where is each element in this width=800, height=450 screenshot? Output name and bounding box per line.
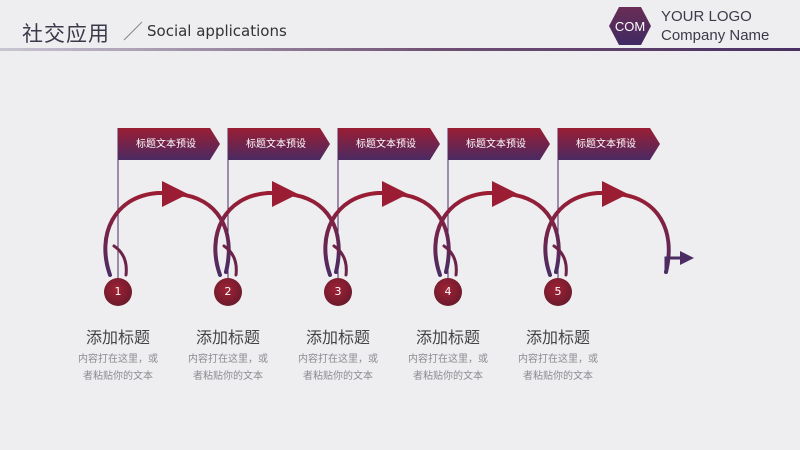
loop-arc-descend — [616, 192, 671, 274]
loop-arc-descend — [176, 192, 231, 274]
step-description-3: 内容打在这里，或 者粘贴你的文本 — [283, 351, 393, 385]
step-description-line: 内容打在这里，或 — [298, 354, 378, 365]
loop-return — [332, 244, 348, 277]
flag-label-1: 标题文本预设 — [136, 139, 196, 150]
loop-return — [442, 244, 458, 277]
step-description-4: 内容打在这里，或 者粘贴你的文本 — [393, 351, 503, 385]
step-number-1: 1 — [114, 285, 122, 298]
step-number-circle — [324, 278, 352, 306]
step-description-line: 者粘贴你的文本 — [303, 371, 373, 382]
step-description-line: 者粘贴你的文本 — [193, 371, 263, 382]
page-subtitle: Social applications — [147, 22, 287, 40]
step-description-line: 者粘贴你的文本 — [83, 371, 153, 382]
step-number-4: 4 — [444, 285, 452, 298]
loop-return — [112, 244, 128, 277]
arrow-head-icon — [382, 181, 408, 207]
logo-badge-text: COM — [614, 18, 646, 34]
step-number-circle — [544, 278, 572, 306]
header-divider — [0, 48, 800, 51]
flag-banner — [448, 128, 550, 160]
logo-hexagon-icon — [609, 7, 651, 45]
step-description-line: 者粘贴你的文本 — [523, 371, 593, 382]
step-title-3: 添加标题 — [305, 328, 370, 347]
flag-banner — [558, 128, 660, 160]
step-description-5: 内容打在这里，或 者粘贴你的文本 — [503, 351, 613, 385]
step-number-circle — [214, 278, 242, 306]
step-description-1: 内容打在这里，或 者粘贴你的文本 — [63, 351, 173, 385]
loop-arc — [433, 191, 498, 277]
step-number-circle — [104, 278, 132, 306]
step-description-line: 内容打在这里，或 — [518, 354, 598, 365]
step-number-3: 3 — [334, 285, 342, 298]
loop-arc-descend — [396, 192, 451, 274]
loop-arc-descend — [506, 192, 561, 274]
step-number-5: 5 — [554, 285, 562, 298]
exit-arrow-line — [664, 256, 682, 272]
flag-label-5: 标题文本预设 — [576, 139, 636, 150]
loop-arc — [213, 191, 278, 277]
arrow-head-icon — [492, 181, 518, 207]
step-title-1: 添加标题 — [85, 328, 150, 347]
arrow-head-icon — [272, 181, 298, 207]
arrow-head-icon — [602, 181, 628, 207]
page-title: 社交应用 — [22, 22, 110, 46]
step-description-line: 内容打在这里，或 — [188, 354, 268, 365]
company-name: Company Name — [661, 27, 770, 44]
step-title-2: 添加标题 — [195, 328, 260, 347]
step-number-circle — [434, 278, 462, 306]
step-description-line: 者粘贴你的文本 — [413, 371, 483, 382]
arrow-head-icon — [162, 181, 188, 207]
flag-label-3: 标题文本预设 — [356, 139, 416, 150]
flag-banner — [228, 128, 330, 160]
title-divider-slash — [123, 21, 143, 41]
loop-arc-descend — [286, 192, 341, 274]
flag-label-4: 标题文本预设 — [466, 139, 526, 150]
loop-arc — [543, 191, 608, 277]
exit-arrow-head-icon — [680, 251, 694, 265]
step-number-2: 2 — [224, 285, 232, 298]
loop-return — [222, 244, 238, 277]
step-description-2: 内容打在这里，或 者粘贴你的文本 — [173, 351, 283, 385]
logo-text: YOUR LOGO — [661, 8, 752, 25]
loop-return — [552, 244, 568, 277]
step-title-4: 添加标题 — [415, 328, 480, 347]
step-title-5: 添加标题 — [525, 328, 590, 347]
step-description-line: 内容打在这里，或 — [78, 354, 158, 365]
flag-banner — [118, 128, 220, 160]
loop-arc — [103, 191, 168, 277]
step-description-line: 内容打在这里，或 — [408, 354, 488, 365]
flag-banner — [338, 128, 440, 160]
flag-label-2: 标题文本预设 — [246, 139, 306, 150]
loop-arc — [323, 191, 388, 277]
